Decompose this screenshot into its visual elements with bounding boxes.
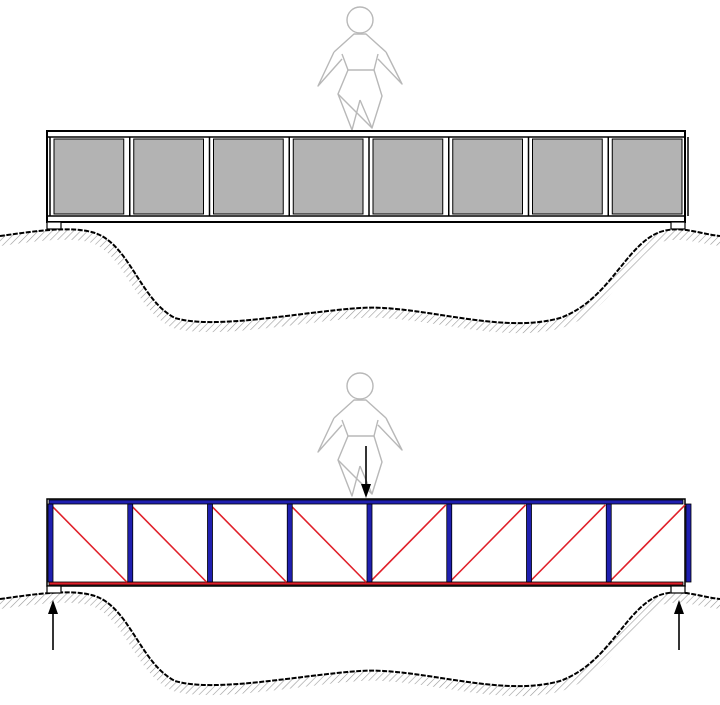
person-right-leg <box>359 69 383 129</box>
arrow-down-icon <box>361 446 371 498</box>
beam-panel <box>133 138 204 215</box>
truss-vertical <box>366 503 373 583</box>
person-cross-line <box>337 93 373 129</box>
ground-with-gully <box>0 228 720 334</box>
truss-diagonal <box>209 504 287 583</box>
person-torso <box>341 53 379 71</box>
truss-diagonal <box>130 504 208 583</box>
truss-diagonal <box>528 504 606 583</box>
person-left-arm <box>317 51 343 87</box>
truss-vertical <box>207 503 213 583</box>
arrow-up-icon-head <box>48 600 58 614</box>
truss-vertical <box>446 503 453 583</box>
ground-with-gully <box>0 591 720 697</box>
truss-diagonal <box>369 504 447 583</box>
truss-vertical <box>526 503 532 583</box>
beam-panel <box>611 138 683 215</box>
beam-panel <box>213 138 284 215</box>
truss-vertical <box>47 503 54 583</box>
person-shoulders <box>333 33 387 53</box>
truss-vertical <box>286 503 293 583</box>
truss-top-chord <box>48 499 684 505</box>
person-icon <box>317 372 403 497</box>
person-left-leg <box>337 69 361 131</box>
truss-diagonal <box>289 504 367 583</box>
bearing-right <box>670 221 686 230</box>
person-left-leg <box>337 435 361 497</box>
truss-diagonal <box>449 504 527 583</box>
ground-line <box>0 228 720 325</box>
scene-solid-beam <box>0 6 720 334</box>
truss-vertical <box>127 503 134 583</box>
person-icon <box>317 6 403 131</box>
truss-vertical <box>605 503 612 583</box>
scene-truss <box>0 372 720 697</box>
person-torso <box>341 419 379 437</box>
truss-outline <box>46 498 686 587</box>
truss-diagonal <box>608 504 686 583</box>
arrow-up-icon <box>48 600 58 650</box>
person-right-arm <box>377 417 403 451</box>
bearing-right <box>670 585 686 594</box>
ground-hatch <box>0 229 720 334</box>
person-head <box>346 6 374 34</box>
ground-hatch <box>0 592 720 697</box>
beam-panel <box>53 138 125 215</box>
arrow-up-icon <box>674 600 684 650</box>
beam-panel <box>292 138 364 215</box>
beam-panel <box>372 138 444 215</box>
person-left-arm <box>317 417 343 453</box>
person-right-arm <box>377 51 403 85</box>
arrow-down-icon-head <box>361 484 371 498</box>
arrow-up-icon-head <box>674 600 684 614</box>
beam-panel <box>532 138 603 215</box>
bearing-left <box>46 221 62 230</box>
truss-vertical <box>685 503 692 583</box>
truss-diagonal <box>50 504 128 583</box>
beam-panel <box>452 138 523 215</box>
person-shoulders <box>333 399 387 419</box>
ground-line <box>0 591 720 688</box>
person-head <box>346 372 374 400</box>
truss-bottom-chord <box>48 581 684 586</box>
bearing-left <box>46 585 62 594</box>
